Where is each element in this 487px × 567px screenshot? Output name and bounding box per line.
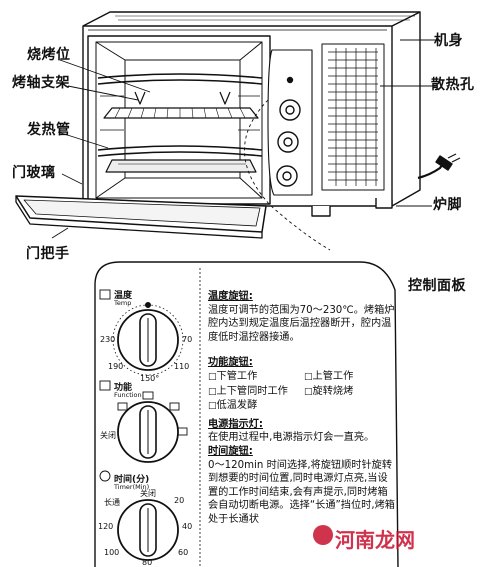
watermark-logo-icon — [313, 525, 333, 545]
label-vents: 散热孔 — [431, 77, 475, 93]
power-cord — [417, 161, 445, 180]
label-door-handle: 门把手 — [26, 246, 70, 262]
light-text: 在使用过程中,电源指示灯会一直亮。 — [208, 432, 375, 444]
time-mark-40: 40 — [182, 522, 193, 531]
label-heating-tube: 发热管 — [27, 122, 71, 138]
temp-heading: 温度旋钮: — [208, 291, 253, 302]
time-mark-80: 80 — [142, 558, 153, 567]
func-mark-off: 关闭 — [100, 431, 116, 440]
control-panel-drawing — [267, 49, 313, 196]
temp-text: 温度可调节的范围为70～230℃。烤箱炉腔内达到规定温度后温控器断开，腔内温度低… — [208, 304, 395, 343]
func-item-proof: 低温发酵 — [208, 399, 300, 414]
time-dial-sub: Timer(Min) — [114, 483, 150, 491]
time-dial-title: 时间(分) — [114, 475, 150, 485]
label-foot: 炉脚 — [433, 197, 462, 213]
watermark: 河南龙网 — [335, 528, 415, 552]
func-item-top: 上管工作 — [304, 370, 396, 385]
temp-mark-110: 110 — [174, 362, 190, 371]
open-door — [15, 195, 267, 239]
label-door-glass: 门玻璃 — [12, 165, 56, 181]
time-mark-100: 100 — [104, 548, 120, 557]
label-body: 机身 — [434, 33, 463, 49]
time-mark-off: 关闭 — [140, 489, 156, 498]
panel-description: 温度旋钮: 温度可调节的范围为70～230℃。烤箱炉腔内达到规定温度后温控器断开… — [208, 290, 396, 527]
label-control-panel: 控制面板 — [408, 278, 466, 294]
func-list: 下管工作 上管工作 上下管同时工作 旋转烧烤 低温发酵 — [208, 370, 396, 414]
time-mark-120: 120 — [98, 522, 114, 531]
func-item-rotisserie: 旋转烧烤 — [304, 385, 396, 400]
label-grill-position: 烧烤位 — [27, 47, 71, 63]
func-item-bottom: 下管工作 — [208, 370, 300, 385]
func-dial-title: 功能 — [114, 383, 133, 393]
func-item-both: 上下管同时工作 — [208, 385, 300, 400]
time-heading: 时间旋钮: — [208, 445, 253, 457]
control-panel-enlarged — [94, 261, 399, 567]
time-mark-60: 60 — [178, 548, 189, 557]
temp-dial-sub: Temp — [114, 299, 132, 307]
time-text: 0～120min 时间选择,将旋钮顺时针旋转到想要的时间位置,同时电源灯点亮,当… — [208, 459, 395, 525]
time-mark-20: 20 — [174, 496, 185, 505]
func-heading: 功能旋钮: — [208, 357, 253, 369]
func-dial-sub: Function — [114, 391, 142, 399]
temp-mark-70: 70 — [182, 335, 193, 344]
label-spit-support: 烤轴支架 — [12, 75, 70, 91]
time-mark-long: 长通 — [104, 498, 120, 507]
temp-dial-title: 温度 — [114, 291, 133, 301]
light-heading: 电源指示灯: — [208, 418, 264, 430]
oven-cavity — [87, 35, 271, 205]
vent-grid — [321, 43, 385, 191]
temp-mark-230: 230 — [100, 335, 116, 344]
temp-mark-190: 190 — [108, 362, 124, 371]
temp-mark-150: 150° — [140, 374, 160, 383]
